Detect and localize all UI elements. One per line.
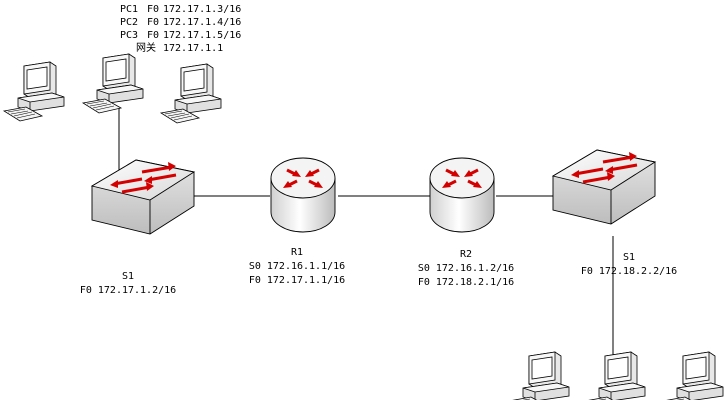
pc2-iface: F0 [147,17,159,28]
switch-icon [90,158,196,236]
switch-icon [551,148,657,226]
router2-f0: F0 172.18.2.1/16 [418,277,514,288]
router1-name: R1 [291,247,303,258]
computer-icon [662,351,724,400]
pc1-name: PC1 [120,4,138,15]
switch-left-interface: F0 172.17.1.2/16 [80,285,176,296]
computer-icon [82,53,144,114]
pc1-address: 172.17.1.3/16 [163,4,241,15]
computer-icon [160,63,222,124]
pc3-address: 172.17.1.5/16 [163,30,241,41]
router-icon [428,156,496,234]
switch-left-name: S1 [122,271,134,282]
pc2-name: PC2 [120,17,138,28]
pc2-address: 172.17.1.4/16 [163,17,241,28]
router1-s0: S0 172.16.1.1/16 [249,261,345,272]
router1-f0: F0 172.17.1.1/16 [249,275,345,286]
pc3-iface: F0 [147,30,159,41]
pc3-name: PC3 [120,30,138,41]
switch-right-name: S1 [623,252,635,263]
router2-name: R2 [460,249,472,260]
computer-icon [3,61,65,122]
gateway-address: 172.17.1.1 [163,43,223,54]
switch-right-interface: F0 172.18.2.2/16 [581,266,677,277]
pc1-iface: F0 [147,4,159,15]
computer-icon [584,351,646,400]
router-icon [269,156,337,234]
router2-s0: S0 172.16.1.2/16 [418,263,514,274]
gateway-label: 网关 [136,41,156,54]
computer-icon [508,351,570,400]
